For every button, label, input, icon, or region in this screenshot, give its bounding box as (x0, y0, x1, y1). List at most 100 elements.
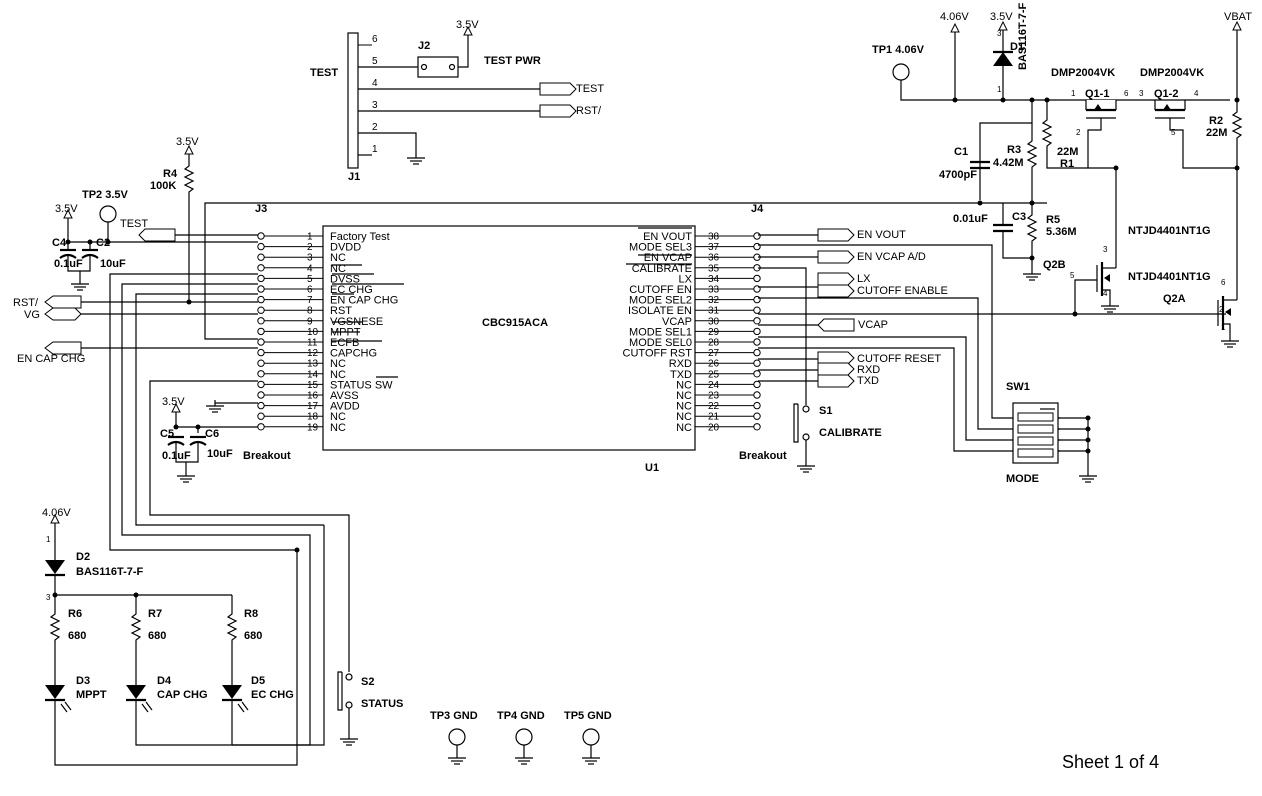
d1-part: BAS116T-7-F (1017, 2, 1029, 70)
u1-pin-name: ISOLATE EN (628, 305, 692, 317)
r4-supply-label: 3.5V (176, 136, 199, 148)
tp3-label: TP3 GND (430, 710, 478, 722)
j2-ref: J2 (418, 40, 430, 52)
sw1-ref: SW1 (1006, 381, 1030, 393)
c3-value: 0.01uF (953, 213, 988, 225)
j4-pin (753, 370, 761, 378)
j4-pin (753, 348, 761, 357)
led-icon (126, 685, 146, 699)
u1-pin-name: DVSS (330, 273, 360, 285)
d1-supply-label: 3.5V (990, 11, 1013, 23)
u1-pin-number: 10 (307, 327, 319, 338)
tp5-label: TP5 GND (564, 710, 612, 722)
u1-pin-number: 25 (708, 369, 720, 380)
j3-breakout-label: Breakout (243, 450, 291, 462)
u1-pin-number: 22 (708, 401, 720, 412)
u1-pin-name: MODE SEL1 (629, 326, 692, 338)
c4-supply-label: 3.5V (55, 203, 78, 215)
j3-pin (257, 242, 265, 251)
vbat-label: VBAT (1224, 11, 1252, 23)
j1-pin-number: 1 (372, 144, 378, 155)
u1-pin-number: 20 (708, 422, 720, 433)
tp1-supply-label: 4.06V (940, 11, 969, 23)
q1-2-part: DMP2004VK (1140, 67, 1204, 79)
q1-2-mosfet: Q1-2 3 4 5 (1139, 88, 1237, 169)
r6-ref: R6 (68, 608, 82, 620)
net-cutoff-enable: CUTOFF ENABLE (857, 285, 948, 297)
r8-value: 680 (244, 630, 262, 642)
j4-pin (753, 401, 761, 410)
c4-ref: C4 (52, 237, 67, 249)
j1-pin-number: 5 (372, 56, 378, 67)
d5-label: EC CHG (251, 689, 294, 701)
u1-pin-name: NC (676, 411, 692, 423)
net-en-cap-chg-left: EN CAP CHG (17, 353, 85, 365)
net-rst-left: RST/ (13, 297, 39, 309)
u1-pin-number: 30 (708, 316, 720, 327)
d4-label: CAP CHG (157, 689, 208, 701)
r2-value: 22M (1206, 127, 1227, 139)
u1-name: CBC915ACA (482, 317, 548, 329)
svg-text:4: 4 (1194, 89, 1199, 98)
j4-pin (753, 412, 761, 420)
r3-value: 4.42M (993, 157, 1024, 169)
j1-pin-number: 2 (372, 122, 378, 133)
u1-pin-name: ECFB (330, 337, 359, 349)
j2-supply-label: 3.5V (456, 19, 479, 31)
s1-ref: S1 (819, 405, 832, 417)
j3-pin (257, 285, 265, 293)
j4-pin (753, 338, 761, 346)
u1-pin-number: 24 (708, 380, 720, 391)
u1-pin-number: 15 (307, 380, 319, 391)
j3-pin (257, 401, 265, 410)
u1-pin-number: 37 (708, 242, 720, 253)
u1-pin-name: LX (679, 273, 693, 285)
j3-pin (257, 370, 265, 378)
u1-pin-name: NC (330, 411, 346, 423)
tp4-label: TP4 GND (497, 710, 545, 722)
j4-pin (753, 232, 761, 240)
r8-ref: R8 (244, 608, 258, 620)
u1-pin-number: 16 (307, 391, 319, 402)
u1-pin-name: CAPCHG (330, 348, 377, 360)
r2-ref: R2 (1209, 115, 1223, 127)
net-txd: TXD (857, 375, 879, 387)
d5-ref: D5 (251, 675, 265, 687)
u1-pin-name: DVDD (330, 242, 361, 254)
svg-text:3: 3 (1103, 245, 1108, 254)
r1-ref: R1 (1060, 158, 1074, 170)
u1-pin-name: NC (676, 401, 692, 413)
d2-part: BAS116T-7-F (76, 566, 144, 578)
j1-pin-number: 6 (372, 34, 378, 45)
d3-label: MPPT (76, 689, 107, 701)
u1-pin-number: 19 (307, 422, 319, 433)
q2a-mosfet: 6 2 1 NTJD4401NT1G Q2A (1128, 271, 1240, 348)
sw1-label: MODE (1006, 473, 1039, 485)
net-cutoff-reset: CUTOFF RESET (857, 353, 941, 365)
s2-label: STATUS (361, 698, 403, 710)
u1-pin-name: STATUS SW (330, 379, 393, 391)
j4-pin (753, 295, 761, 304)
u1-pin-number: 17 (307, 401, 319, 412)
s2-ref: S2 (361, 676, 374, 688)
j3-pin (257, 295, 265, 304)
u1-pin-name: RXD (669, 358, 692, 370)
d4-ref: D4 (157, 675, 172, 687)
svg-text:6: 6 (1124, 89, 1129, 98)
j3-pin (257, 338, 265, 346)
u1-pin-number: 2 (307, 242, 313, 253)
u1-pin-number: 6 (307, 285, 313, 296)
net-lx: LX (857, 273, 871, 285)
j3-pin (257, 423, 265, 431)
u1-pin-number: 18 (307, 412, 319, 423)
tp2-label: TP2 3.5V (82, 189, 129, 201)
net-vcap: VCAP (858, 319, 888, 331)
u1-pin-name: MODE SEL3 (629, 242, 692, 254)
u1-pin-name: EC CHG (330, 284, 373, 296)
svg-text:1: 1 (997, 85, 1002, 94)
j4-ref: J4 (751, 203, 764, 215)
j3-pin (257, 327, 265, 336)
s1-label: CALIBRATE (819, 427, 882, 439)
u1-pin-number: 33 (708, 285, 720, 296)
